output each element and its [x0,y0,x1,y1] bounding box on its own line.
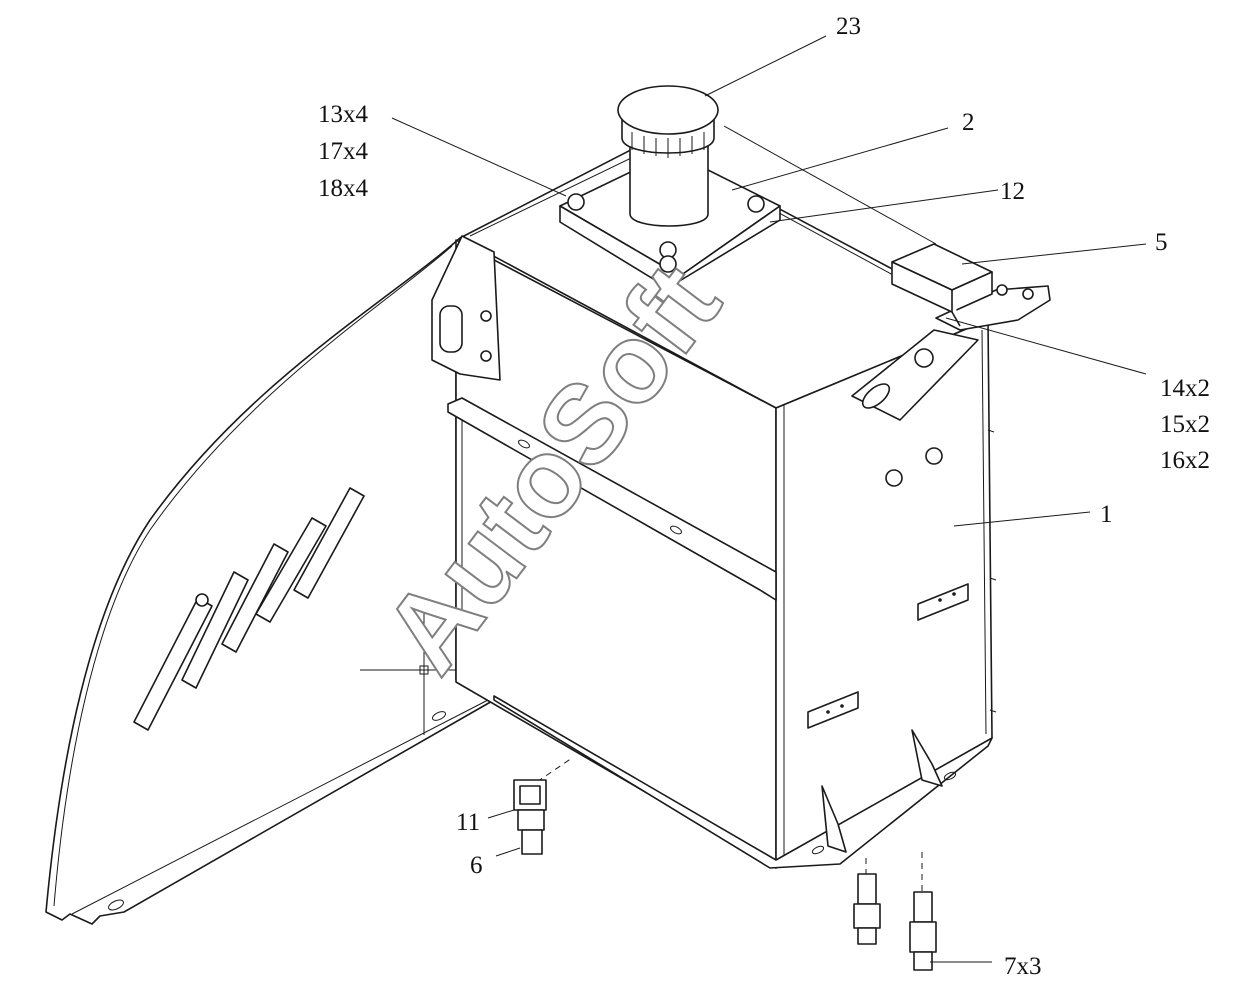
leader-lines [391,35,1147,963]
tank-body [431,139,997,869]
callout-7x3: 7x3 [1004,953,1042,980]
fastener-set-7 [853,852,937,971]
callout-18x4: 18x4 [318,175,369,202]
callout-11: 11 [456,809,480,836]
filler-cap [617,85,719,158]
callout-17x4: 17x4 [318,138,369,165]
callout-16x2: 16x2 [1160,447,1210,474]
callout-13x4: 13x4 [318,101,369,128]
callout-5: 5 [1155,229,1168,256]
callout-12: 12 [1000,178,1025,205]
callout-15x2: 15x2 [1160,411,1210,438]
callout-6: 6 [470,852,483,879]
shield-plate [45,237,495,925]
sensor-bracket [851,243,1051,421]
callout-14x2: 14x2 [1160,375,1210,402]
callout-1: 1 [1100,501,1113,528]
callout-23: 23 [836,13,861,40]
filler-neck [629,137,709,227]
callout-2: 2 [962,109,975,136]
sensor-fitting-11 [513,757,573,855]
callouts: 23 2 12 5 1 13x4 17x4 18x4 14x2 15x2 16x… [318,13,1210,980]
